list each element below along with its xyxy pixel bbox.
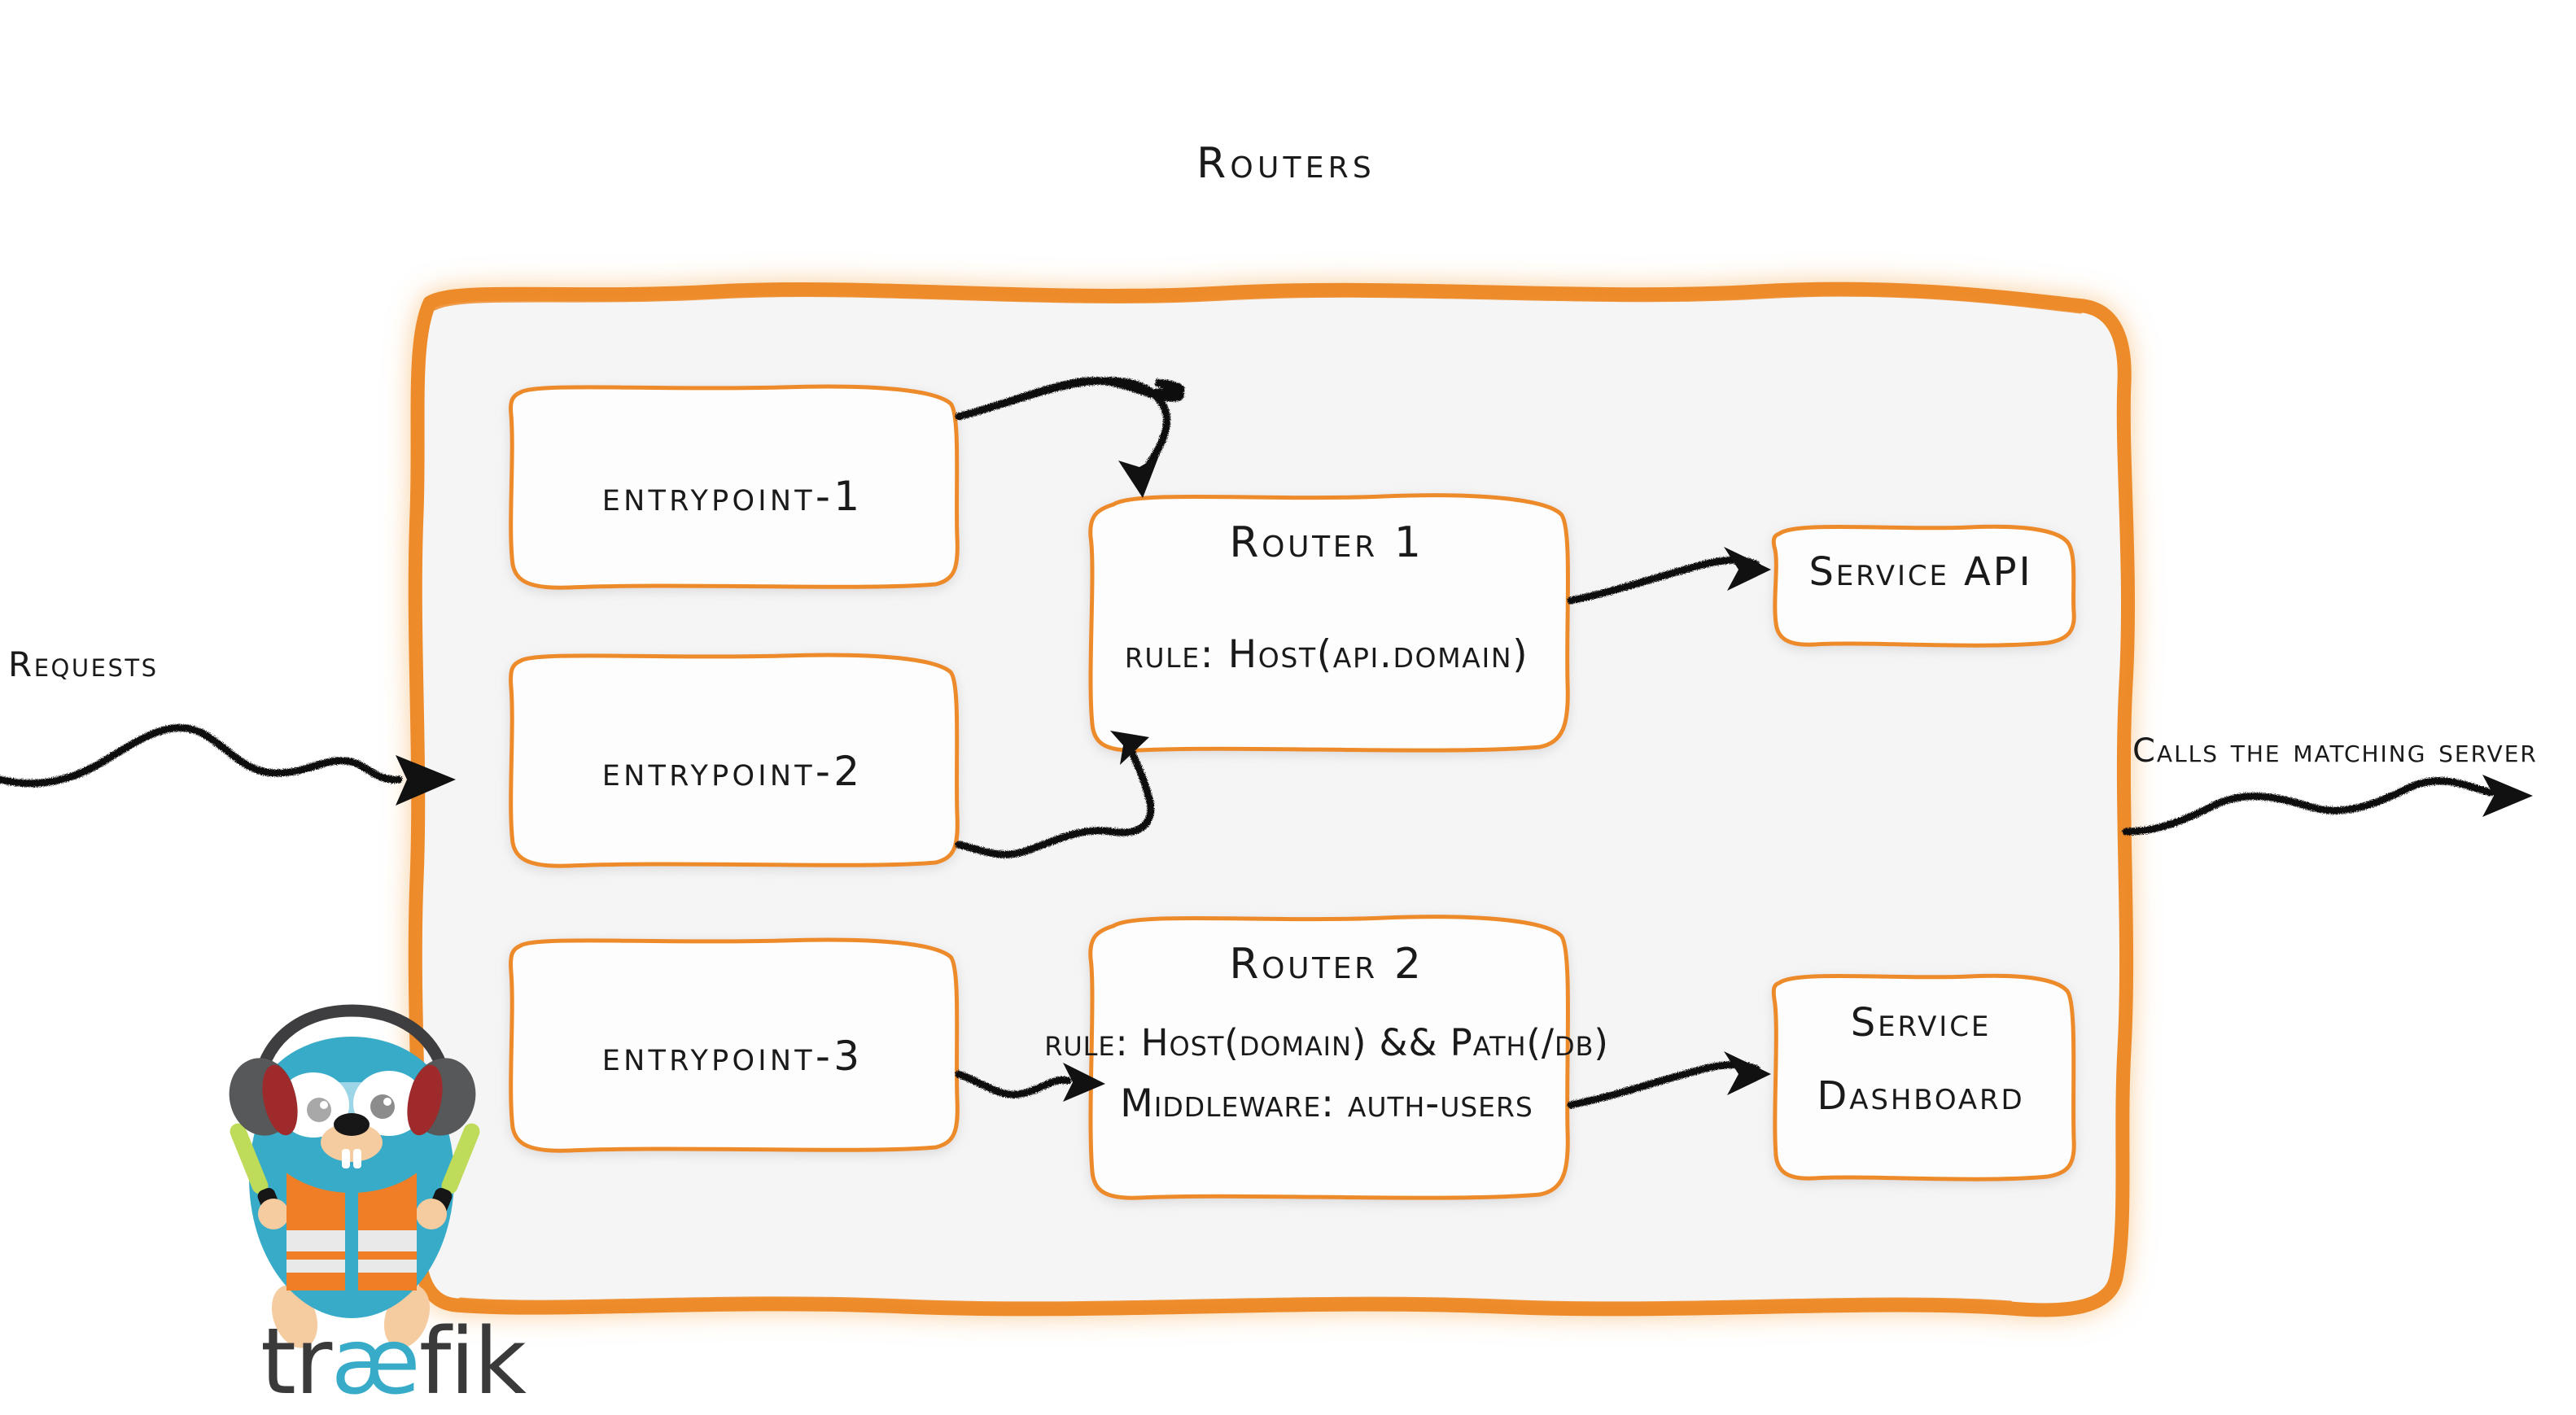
safety-vest bbox=[286, 1164, 345, 1291]
entrypoint-2-box[interactable] bbox=[509, 653, 960, 868]
calls-arrow-line bbox=[2122, 777, 2495, 836]
entrypoint-2-box-shape bbox=[509, 653, 960, 868]
router-1-box[interactable] bbox=[1088, 493, 1570, 753]
entrypoint3-to-router2-line bbox=[955, 1070, 1072, 1098]
page-title: Routers bbox=[1196, 139, 1375, 188]
entrypoint-3-box-shape bbox=[509, 937, 960, 1153]
requests-label: Requests bbox=[8, 644, 159, 684]
router-2-middleware: Middleware: auth-users bbox=[1120, 1081, 1533, 1126]
routers-panel-border-texture bbox=[415, 290, 2128, 1308]
service-api-label: Service API bbox=[1808, 549, 2033, 595]
traefik-logo-wordmark: træfik bbox=[260, 1317, 527, 1408]
router-1-box-shape bbox=[1088, 493, 1570, 753]
entrypoint-2-label: entrypoint-2 bbox=[601, 748, 864, 795]
requests-arrowhead bbox=[396, 755, 456, 806]
traefik-wordmark-ae-ligature: æ bbox=[330, 1309, 421, 1415]
headphones-band-icon bbox=[252, 1004, 453, 1089]
entrypoint-1-label: entrypoint-1 bbox=[601, 473, 864, 520]
entrypoint1-to-router1-arrowhead bbox=[1118, 456, 1159, 498]
service-api-box-shape bbox=[1771, 524, 2076, 648]
calls-arrowhead bbox=[2482, 775, 2533, 817]
entrypoint1-to-router1-curve bbox=[955, 377, 1171, 468]
arrows-layer bbox=[0, 377, 2495, 1109]
service-dashboard-label-line2: Dashboard bbox=[1817, 1073, 2025, 1119]
entrypoint2-to-router1-arrowhead bbox=[1110, 731, 1149, 765]
calls-matching-server-label: Calls the matching server bbox=[2132, 732, 2538, 770]
router-2-box[interactable] bbox=[1088, 915, 1570, 1200]
entrypoint-1-box-shape bbox=[509, 384, 960, 590]
router1-to-serviceapi-arrowhead bbox=[1724, 547, 1771, 591]
router-2-box-shape bbox=[1088, 915, 1570, 1200]
router-1-rule: rule: Host(api.domain) bbox=[1124, 632, 1529, 677]
entrypoint3-to-router2-arrowhead bbox=[1063, 1063, 1105, 1102]
service-api-box[interactable] bbox=[1771, 524, 2076, 648]
router2-to-servicedashboard-arrowhead bbox=[1724, 1051, 1771, 1095]
entrypoint-3-label: entrypoint-3 bbox=[601, 1033, 864, 1080]
service-dashboard-label-line1: Service bbox=[1850, 1000, 1992, 1046]
traefik-wordmark-pre: tr bbox=[260, 1309, 332, 1415]
router-2-title: Router 2 bbox=[1229, 940, 1424, 989]
entrypoint-3-box[interactable] bbox=[509, 937, 960, 1153]
router-1-title: Router 1 bbox=[1229, 518, 1424, 567]
traefik-wordmark-post: fik bbox=[418, 1309, 527, 1415]
router-2-rule: rule: Host(domain) && Path(/db) bbox=[1044, 1021, 1609, 1064]
service-dashboard-box[interactable] bbox=[1771, 973, 2076, 1181]
service-dashboard-box-shape bbox=[1771, 973, 2076, 1181]
entrypoint2-to-router1-line bbox=[955, 738, 1155, 858]
traefik-gopher-mascot-icon bbox=[229, 1004, 480, 1348]
requests-arrow-line bbox=[0, 723, 403, 788]
arrowheads-layer bbox=[396, 456, 2533, 1102]
entrypoint-1-box[interactable] bbox=[509, 384, 960, 590]
